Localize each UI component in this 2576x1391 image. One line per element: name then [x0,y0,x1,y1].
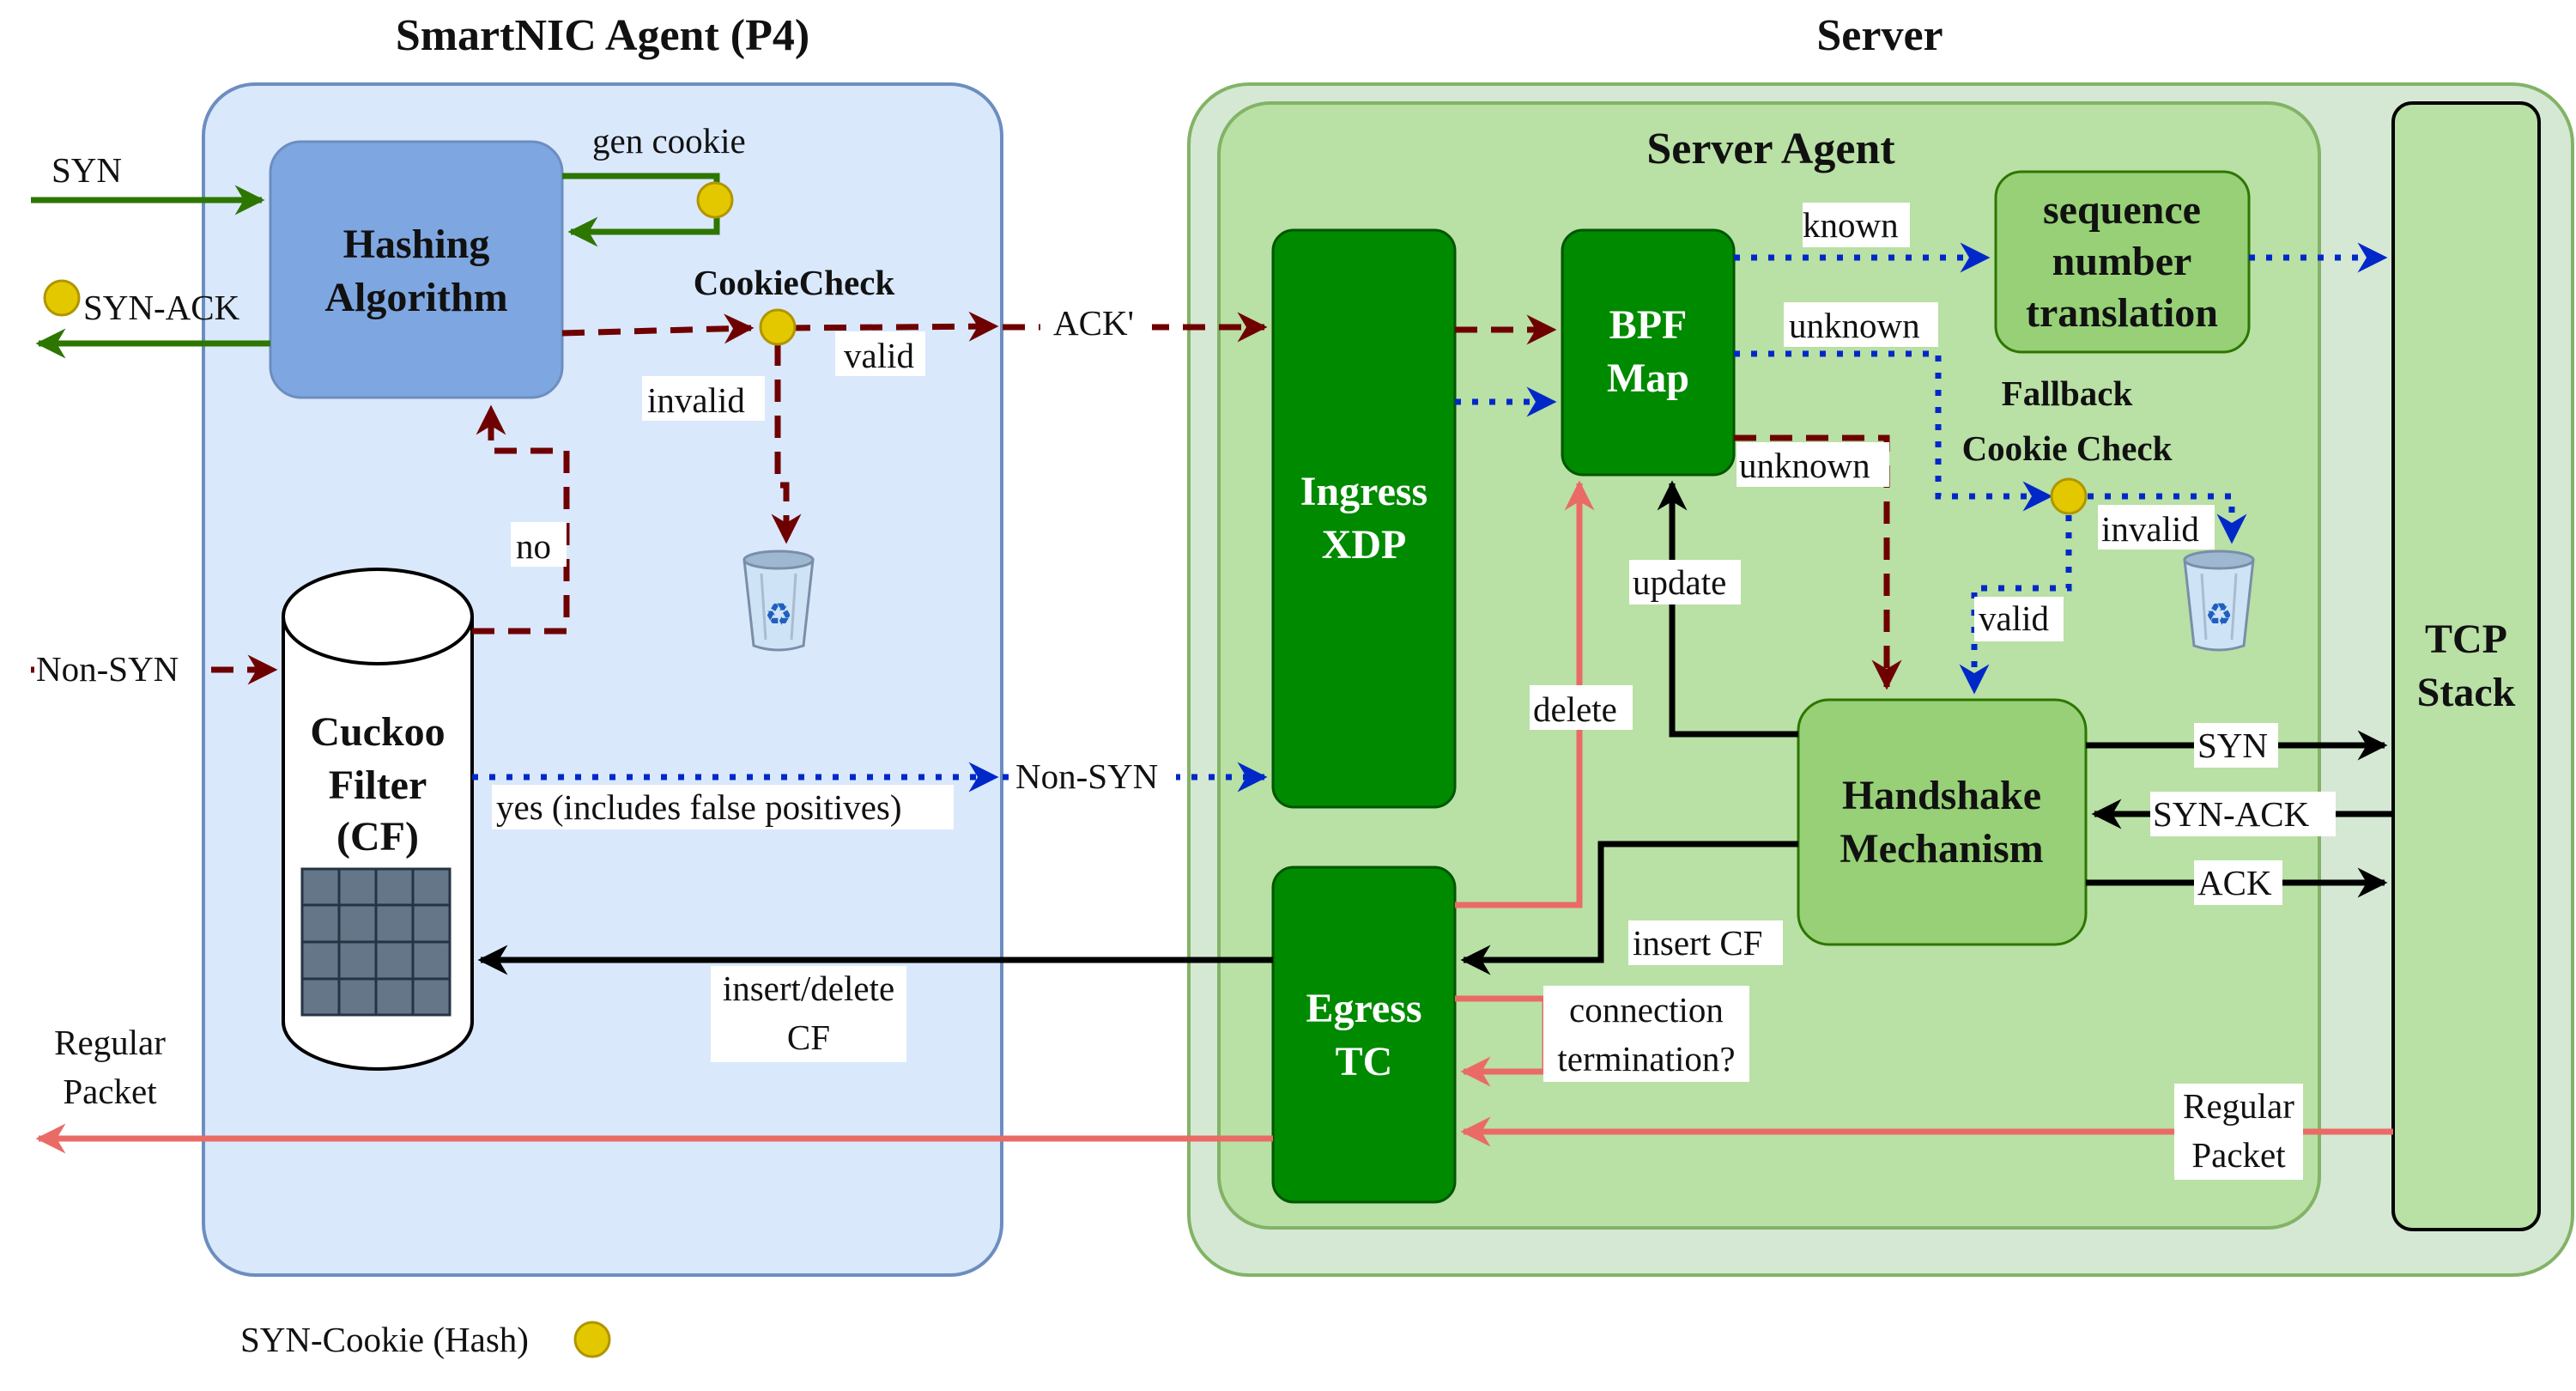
handshake-mechanism-box: Handshake Mechanism [1797,698,2088,946]
tcp-label-2: Stack [2417,670,2516,715]
valid-right-label: valid [1979,598,2049,638]
regular-packet-out-label-1: Regular [54,1023,166,1062]
egress-label-2: TC [1336,1039,1393,1084]
svg-text:♻: ♻ [2205,598,2233,632]
ingress-label-2: XDP [1322,522,1407,568]
invalid-right-label: invalid [2101,509,2199,549]
gen-cookie-label: gen cookie [592,121,746,161]
non-syn-mid-label: Non-SYN [1015,756,1158,796]
server-title: Server [1816,11,1943,60]
connection-termination-label-2: termination? [1557,1039,1735,1078]
server-agent-container [1217,101,2321,1230]
tcp-stack-box: TCP Stack [2391,101,2541,1231]
invalid-left-label: invalid [647,380,745,420]
handshake-label-2: Mechanism [1840,826,2043,872]
insert-cf-label: insert CF [1633,923,1763,963]
recycle-bin-icon: ♻ [742,550,815,652]
fallback-label-1: Fallback [2002,374,2133,413]
egress-tc-box: Egress TC [1271,866,1457,1204]
yes-cf-label: yes (includes false positives) [496,787,902,827]
regular-packet-in-label-2: Packet [2191,1135,2286,1175]
insert-delete-cf-label-2: CF [787,1017,830,1057]
svg-text:♻: ♻ [765,598,792,632]
cuckoo-label-3: (CF) [336,814,419,860]
cuckoo-label-2: Filter [329,762,427,808]
delete-label: delete [1533,689,1617,729]
hashing-label-1: Hashing [343,222,490,267]
blue-dotted-arrows [472,242,2388,793]
bpf-label-2: Map [1607,355,1689,401]
recycle-bin-icon: ♻ [2183,550,2255,652]
synack-out-label: SYN-ACK [83,288,240,327]
edge-label-backgrounds [34,203,2336,1180]
legend-label: SYN-Cookie (Hash) [240,1320,529,1359]
unknown-bottom-label: unknown [1739,446,1870,485]
tcp-label-1: TCP [2425,617,2507,662]
valid-left-label: valid [844,336,914,375]
regular-packet-out-label-2: Packet [63,1072,157,1111]
cookie-dot-icon [43,181,2088,1358]
ingress-xdp-box: Ingress XDP [1271,228,1457,809]
seq-label-1: sequence [2043,187,2201,233]
insert-delete-cf-label-1: insert/delete [723,969,894,1008]
no-label: no [516,526,551,566]
sequence-number-translation-box: sequence number translation [1994,170,2251,354]
non-syn-in-label: Non-SYN [36,649,179,689]
connection-termination-label-1: connection [1569,990,1724,1030]
update-label: update [1633,562,1726,602]
cuckoo-filter-cylinder: Cuckoo Filter (CF) [282,568,474,1071]
filter-grid-icon [300,867,452,1017]
hashing-algorithm-box: Hashing Algorithm [269,140,564,399]
handshake-label-1: Handshake [1842,773,2041,818]
known-label: known [1803,205,1899,245]
seq-label-2: number [2052,239,2192,284]
fallback-label-2: Cookie Check [1962,428,2173,468]
unknown-top-label: unknown [1789,306,1920,345]
smartnic-title: SmartNIC Agent (P4) [396,11,809,60]
cookie-check-label: CookieCheck [694,263,895,302]
server-agent-title: Server Agent [1646,125,1895,173]
ingress-label-1: Ingress [1300,469,1427,514]
ack-prime-label: ACK' [1053,303,1134,343]
regular-packet-in-label-1: Regular [2183,1086,2294,1126]
cuckoo-label-1: Cuckoo [310,709,445,755]
bpf-label-1: BPF [1609,302,1688,348]
syn-in-label: SYN [52,150,122,190]
synack-tcp-label: SYN-ACK [2153,794,2310,834]
ack-tcp-label: ACK [2197,863,2272,902]
hashing-label-2: Algorithm [324,275,507,320]
syn-tcp-label: SYN [2197,726,2268,765]
bpf-map-box: BPF Map [1561,228,1736,477]
egress-label-1: Egress [1306,986,1421,1031]
seq-label-3: translation [2026,290,2218,336]
